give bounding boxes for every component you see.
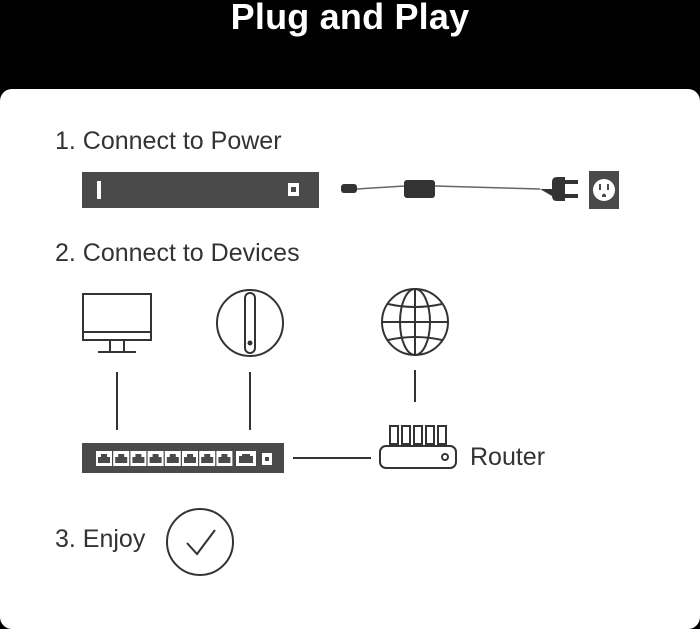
network-switch-icon [82, 443, 284, 473]
ethernet-port-icon [113, 451, 130, 466]
switch-power-side-icon [82, 172, 319, 208]
power-adapter-icon [341, 180, 541, 198]
computer-monitor-icon [82, 293, 152, 353]
globe-icon [381, 288, 449, 356]
ethernet-port-icon [96, 451, 112, 466]
step-2-label: 2. Connect to Devices [55, 239, 300, 267]
ethernet-port-icon [216, 451, 233, 466]
checkmark-circle-icon [166, 508, 234, 576]
router-label: Router [470, 443, 546, 471]
ethernet-port-icon [130, 451, 147, 466]
step-3-label: 3. Enjoy [55, 525, 146, 553]
wall-outlet-icon [589, 171, 619, 209]
ethernet-port-icon [199, 451, 216, 466]
router-icon [379, 425, 457, 469]
access-point-icon [216, 289, 284, 357]
header-bar: Plug and Play [0, 0, 700, 90]
step-1-label: 1. Connect to Power [55, 127, 282, 155]
ethernet-port-icon [182, 451, 198, 466]
power-plug-icon [540, 177, 578, 201]
ethernet-port-icon [147, 451, 164, 466]
ethernet-port-icon [164, 451, 181, 466]
page-title: Plug and Play [230, 0, 470, 37]
